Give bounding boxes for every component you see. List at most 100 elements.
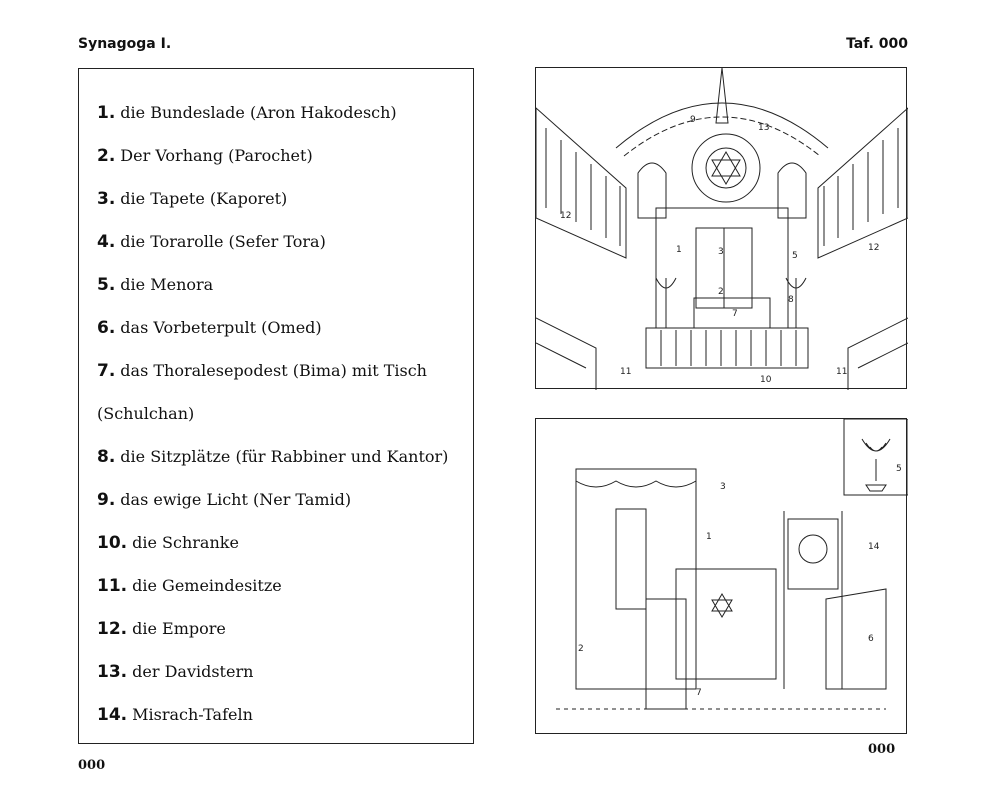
legend-item: 3.die Tapete (Kaporet) [97, 177, 463, 220]
item-number: 3. [97, 189, 116, 209]
pews-right [847, 317, 908, 390]
bima-star [711, 593, 733, 618]
legend-item: 7.das Thoralesepodest (Bima) mit Tisch [97, 349, 463, 392]
tablet-circle [798, 534, 828, 564]
label-14: 14 [868, 542, 880, 552]
legend-item: 5.die Menora [97, 263, 463, 306]
item-number: 4. [97, 232, 116, 252]
menorah-inset [843, 419, 908, 496]
gallery-left [536, 107, 627, 259]
label-2: 2 [718, 287, 724, 297]
item-text: das Thoralesepodest (Bima) mit Tisch [120, 361, 427, 380]
label-9: 9 [690, 115, 696, 125]
label-1: 1 [706, 532, 712, 542]
legend-item: 11.die Gemeindesitze [97, 564, 463, 607]
item-text: das Vorbeterpult (Omed) [120, 318, 322, 337]
label-1: 1 [676, 245, 682, 255]
ceiling-arch [615, 102, 829, 149]
item-text: die Tapete (Kaporet) [120, 189, 288, 208]
legend-item: 2.Der Vorhang (Parochet) [97, 134, 463, 177]
legend-item: 8.die Sitzplätze (für Rabbiner und Kanto… [97, 435, 463, 478]
misrach-tablet [787, 518, 839, 590]
page-title: Synagoga I. [78, 36, 172, 52]
synagogue-interior-illustration: 9 13 12 12 1 3 5 2 8 7 11 11 10 [535, 67, 908, 390]
item-text: die Sitzplätze (für Rabbiner und Kantor) [120, 447, 449, 466]
label-12-right: 12 [868, 243, 879, 253]
back-wall [655, 207, 789, 329]
label-2: 2 [578, 644, 584, 654]
label-6: 6 [868, 634, 874, 644]
item-text: Misrach-Tafeln [132, 705, 253, 724]
label-11-right: 11 [836, 367, 847, 377]
torah-scroll [615, 508, 647, 610]
item-text: Der Vorhang (Parochet) [120, 146, 313, 165]
kaporet-valance [575, 480, 697, 488]
item-text: die Gemeindesitze [132, 576, 282, 595]
item-number: 5. [97, 275, 116, 295]
gallery-right [817, 107, 908, 259]
label-7: 7 [696, 688, 702, 698]
item-number: 1. [97, 103, 116, 123]
label-3: 3 [718, 247, 724, 257]
item-number: 9. [97, 490, 116, 510]
pews-left [536, 317, 597, 390]
ark-curtain [575, 468, 697, 690]
legend-item: 10.die Schranke [97, 521, 463, 564]
legend-box: 1.die Bundeslade (Aron Hakodesch) 2.Der … [78, 68, 474, 744]
railing-balusters [660, 330, 797, 366]
ark-detail-illustration: 3 1 14 5 2 7 6 [535, 418, 908, 734]
label-8: 8 [788, 295, 794, 305]
ceiling-arch-inner [623, 116, 821, 157]
gallery-left-balusters [545, 128, 621, 246]
star-circle [705, 147, 747, 189]
cantor-desk [825, 588, 887, 690]
label-10: 10 [760, 375, 772, 385]
item-text: die Menora [120, 275, 214, 294]
item-number: 11. [97, 576, 128, 596]
menorah-right [785, 277, 807, 328]
item-number: 10. [97, 533, 128, 553]
legend-item-continuation: (Schulchan) [97, 392, 463, 435]
legend-item: 1.die Bundeslade (Aron Hakodesch) [97, 91, 463, 134]
label-5: 5 [896, 464, 902, 474]
david-star [711, 151, 741, 185]
item-number: 12. [97, 619, 128, 639]
page-number-left: 000 [78, 758, 106, 773]
window-right [777, 162, 807, 219]
interior-drawing: 9 13 12 12 1 3 5 2 8 7 11 11 10 [536, 68, 908, 390]
spire [715, 68, 729, 124]
item-text: der Davidstern [132, 662, 254, 681]
item-text: die Torarolle (Sefer Tora) [120, 232, 326, 251]
item-number: 7. [97, 361, 116, 381]
item-number: 13. [97, 662, 128, 682]
menorah-inset-icon [861, 438, 891, 481]
bima-lectern [675, 568, 777, 680]
window-left [637, 162, 667, 219]
legend-item: 13.der Davidstern [97, 650, 463, 693]
item-text: die Bundeslade (Aron Hakodesch) [120, 103, 397, 122]
label-5: 5 [792, 251, 798, 261]
menorah-left [655, 277, 677, 328]
table-front [645, 598, 687, 710]
label-3: 3 [720, 482, 726, 492]
railing [645, 327, 809, 369]
label-12-left: 12 [560, 211, 571, 221]
legend-item: 14.Misrach-Tafeln [97, 693, 463, 736]
ark-detail-drawing: 3 1 14 5 2 7 6 [556, 419, 908, 710]
legend-list: 1.die Bundeslade (Aron Hakodesch) 2.Der … [97, 91, 463, 736]
item-number: 8. [97, 447, 116, 467]
item-text: die Schranke [132, 533, 239, 552]
legend-item: 6.das Vorbeterpult (Omed) [97, 306, 463, 349]
item-text: (Schulchan) [97, 404, 195, 423]
label-13: 13 [758, 123, 769, 133]
label-11-left: 11 [620, 367, 631, 377]
legend-item: 12.die Empore [97, 607, 463, 650]
item-text: die Empore [132, 619, 226, 638]
wreath [691, 133, 761, 203]
gallery-right-balusters [823, 128, 899, 246]
legend-item: 9.das ewige Licht (Ner Tamid) [97, 478, 463, 521]
page-number-right: 000 [868, 742, 896, 757]
item-number: 2. [97, 146, 116, 166]
item-number: 6. [97, 318, 116, 338]
label-7: 7 [732, 309, 738, 319]
